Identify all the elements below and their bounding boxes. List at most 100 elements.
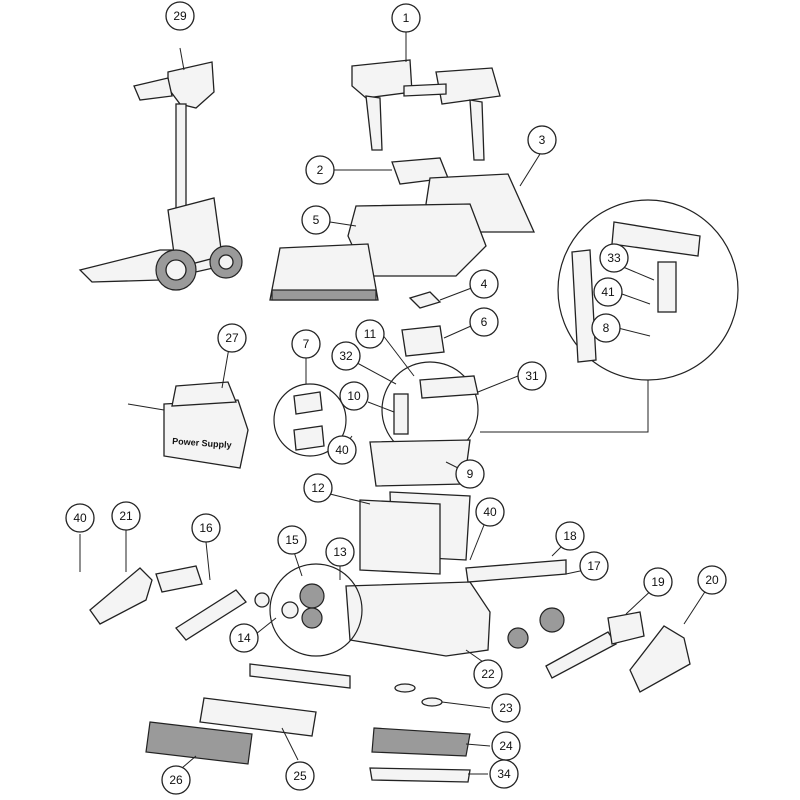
callout-12: 12	[303, 473, 333, 503]
callout-8: 8	[591, 313, 621, 343]
callout-10-label: 10	[347, 389, 361, 403]
callout-21-label: 21	[119, 509, 133, 523]
callout-4-label: 4	[481, 277, 488, 291]
callout-22: 22	[473, 659, 503, 689]
callout-27: 27	[217, 323, 247, 353]
callout-2-label: 2	[317, 163, 324, 177]
right-bracket	[607, 611, 645, 645]
callout-9-label: 9	[467, 467, 474, 481]
callout-32-label: 32	[339, 349, 353, 363]
callout-16-label: 16	[199, 521, 213, 535]
callout-29-label: 29	[173, 9, 187, 23]
callout-3: 3	[527, 125, 557, 155]
callout-21: 21	[111, 501, 141, 531]
bottom-rail	[249, 663, 351, 689]
callout-6-label: 6	[481, 315, 488, 329]
callout-32: 32	[331, 341, 361, 371]
callout-26-label: 26	[169, 773, 183, 787]
callout-34: 34	[489, 759, 519, 789]
callout-11: 11	[355, 319, 385, 349]
caddy-cart	[78, 61, 243, 291]
main-chassis	[345, 581, 491, 657]
callout-19: 19	[643, 567, 673, 597]
callout-25: 25	[285, 761, 315, 791]
callout-20: 20	[697, 565, 727, 595]
callout-40-middle-label: 40	[483, 505, 497, 519]
impeller-cap	[408, 291, 442, 309]
callout-26: 26	[161, 765, 191, 795]
callout-18: 18	[555, 521, 585, 551]
callout-15-label: 15	[285, 533, 299, 547]
right-side-plate	[629, 625, 691, 693]
front-lid	[269, 243, 379, 301]
disc-lower	[421, 697, 443, 707]
callout-18-label: 18	[563, 529, 577, 543]
roller-tube	[199, 697, 317, 737]
callout-13: 13	[325, 537, 355, 567]
filter-panels	[359, 491, 471, 575]
callout-22-label: 22	[481, 667, 495, 681]
left-side-plate	[89, 567, 153, 625]
callout-24-label: 24	[499, 739, 513, 753]
left-track	[175, 589, 247, 641]
callout-31-label: 31	[525, 369, 539, 383]
power-supply-label: Power Supply	[172, 436, 232, 450]
chassis-wheel	[507, 627, 529, 649]
motor-detail-view	[480, 199, 739, 433]
callout-25-label: 25	[293, 769, 307, 783]
callout-7: 7	[291, 329, 321, 359]
callout-34-label: 34	[497, 767, 511, 781]
body-housing	[347, 203, 487, 277]
impeller-housing	[401, 325, 445, 357]
callout-11-label: 11	[364, 327, 377, 341]
top-handle	[351, 59, 501, 161]
callout-8-label: 8	[603, 321, 610, 335]
callout-17-label: 17	[587, 559, 601, 573]
callout-10: 10	[339, 381, 369, 411]
callout-5-label: 5	[313, 213, 320, 227]
brush-bar	[371, 727, 471, 757]
callout-40-upper-label: 40	[335, 443, 349, 457]
callout-23-label: 23	[499, 701, 513, 715]
front-lid-grille	[271, 289, 377, 301]
callout-40-middle: 40	[475, 497, 505, 527]
callout-20-label: 20	[705, 573, 719, 587]
callout-33: 33	[599, 243, 629, 273]
disc-upper	[394, 683, 416, 693]
callout-5: 5	[301, 205, 331, 235]
clip-set	[273, 383, 347, 457]
side-rail	[465, 559, 567, 583]
callout-17: 17	[579, 551, 609, 581]
callout-40-left: 40	[65, 503, 95, 533]
callout-31: 31	[517, 361, 547, 391]
callout-13-label: 13	[333, 545, 347, 559]
callout-29: 29	[165, 1, 195, 31]
callout-1-label: 1	[403, 11, 410, 25]
base-plate	[369, 767, 471, 783]
callout-40-left-label: 40	[73, 511, 87, 525]
roller-brush	[145, 721, 253, 765]
callout-6: 6	[469, 307, 499, 337]
filter-tray	[369, 439, 471, 487]
callout-33-label: 33	[607, 251, 621, 265]
callout-19-label: 19	[651, 575, 665, 589]
right-track	[545, 631, 617, 679]
callout-14-label: 14	[237, 631, 251, 645]
callout-2: 2	[305, 155, 335, 185]
left-wheel-group	[254, 563, 363, 657]
callout-41-label: 41	[601, 285, 615, 299]
callout-3-label: 3	[539, 133, 546, 147]
callout-23: 23	[491, 693, 521, 723]
callout-12-label: 12	[311, 481, 325, 495]
callout-1: 1	[391, 3, 421, 33]
callout-41: 41	[593, 277, 623, 307]
power-supply: Power Supply	[127, 381, 249, 469]
callout-7-label: 7	[303, 337, 310, 351]
right-wheel	[539, 607, 565, 633]
left-bracket	[155, 565, 203, 593]
callout-24: 24	[491, 731, 521, 761]
callout-15: 15	[277, 525, 307, 555]
callout-9: 9	[455, 459, 485, 489]
callout-4: 4	[469, 269, 499, 299]
